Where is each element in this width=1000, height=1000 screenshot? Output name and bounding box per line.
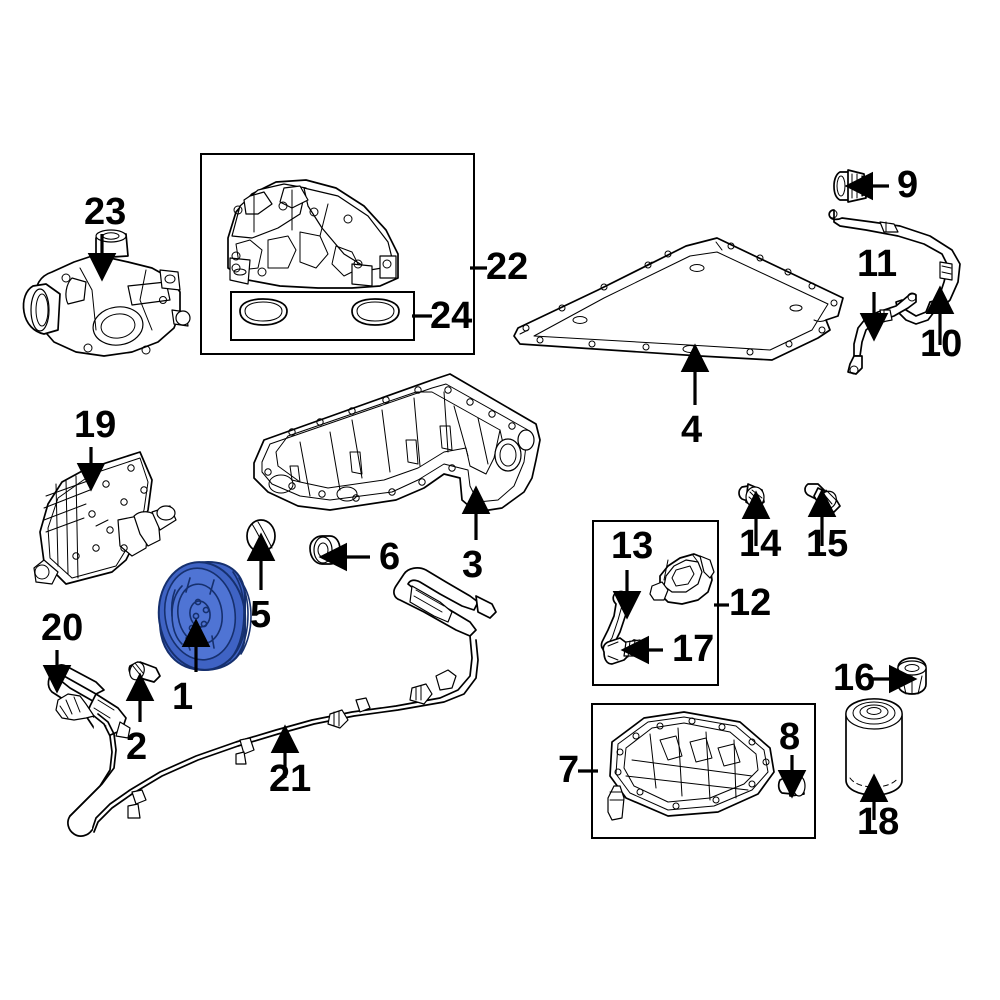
callout-label-4[interactable]: 4	[681, 409, 703, 451]
callout-label-21[interactable]: 21	[269, 758, 312, 800]
callout-label-19[interactable]: 19	[74, 404, 117, 446]
part-oil-drain-plug	[777, 774, 806, 797]
callout-label-18[interactable]: 18	[857, 801, 900, 843]
callout-label-23[interactable]: 23	[84, 191, 127, 233]
callout-label-7[interactable]: 7	[558, 749, 580, 791]
callout-label-22[interactable]: 22	[486, 246, 529, 288]
callout-leaders	[42, 171, 955, 820]
callout-label-5[interactable]: 5	[250, 594, 272, 636]
callout-label-1[interactable]: 1	[172, 676, 194, 718]
part-intake-manifold	[227, 179, 399, 289]
callout-label-2[interactable]: 2	[126, 726, 148, 768]
part-oil-pan-gasket	[513, 237, 844, 361]
part-stud-bolt	[804, 483, 841, 513]
callout-label-15[interactable]: 15	[806, 523, 849, 565]
callout-label-9[interactable]: 9	[897, 164, 919, 206]
callout-label-8[interactable]: 8	[779, 716, 801, 758]
part-lower-oil-pan	[607, 711, 775, 821]
part-oil-pressure-sensor	[602, 637, 645, 665]
part-camshaft-bore-plug	[246, 519, 276, 553]
callout-label-16[interactable]: 16	[833, 657, 876, 699]
part-intake-manifold-gaskets	[239, 298, 400, 326]
part-pulley-bolt	[128, 661, 161, 683]
callout-label-10[interactable]: 10	[920, 323, 963, 365]
callout-label-14[interactable]: 14	[739, 523, 782, 565]
part-crankshaft-pulley-damper	[157, 561, 252, 671]
callout-label-20[interactable]: 20	[41, 607, 84, 649]
callout-label-17[interactable]: 17	[672, 628, 715, 670]
callout-label-12[interactable]: 12	[729, 582, 772, 624]
part-oil-level-sensor-housing	[649, 553, 715, 605]
part-oil-gallery-plug	[309, 535, 341, 565]
part-upper-oil-pan	[253, 373, 541, 513]
callout-label-6[interactable]: 6	[379, 536, 401, 578]
part-dipstick-tube-lower	[847, 292, 917, 375]
part-oil-filter-adapter-fitting	[897, 657, 927, 695]
part-sensor-bolt	[738, 483, 765, 509]
callout-label-11[interactable]: 11	[857, 243, 898, 285]
part-engine-oil-filter	[845, 698, 903, 796]
part-oil-filler-cap	[833, 169, 867, 203]
callout-label-24[interactable]: 24	[430, 295, 473, 337]
part-water-outlet-housing	[22, 229, 191, 357]
part-engine-oil-cooler	[33, 451, 177, 585]
group-box-intake-manifold	[200, 153, 475, 355]
callout-label-13[interactable]: 13	[611, 525, 654, 567]
callout-label-3[interactable]: 3	[462, 544, 484, 586]
group-box-oil-sensor	[592, 520, 719, 686]
